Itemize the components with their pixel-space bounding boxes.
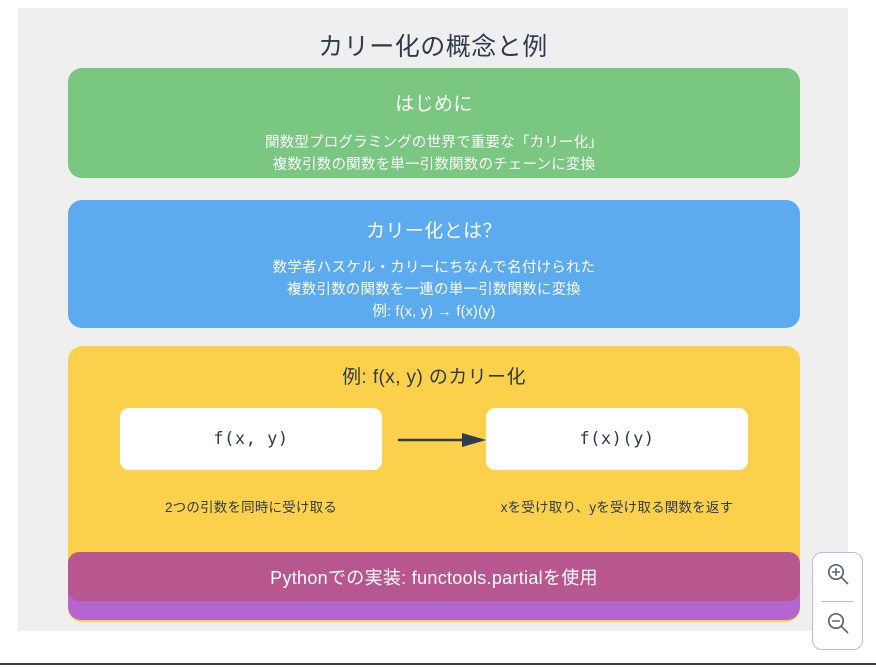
slide-canvas: カリー化の概念と例 はじめに 関数型プログラミングの世界で重要な「カリー化」 複…: [18, 8, 848, 631]
implementation-label: Pythonでの実装: functools.partialを使用: [270, 567, 598, 588]
zoom-control: [812, 552, 863, 650]
page-title: カリー化の概念と例: [318, 33, 548, 61]
definition-heading: カリー化とは？: [366, 221, 502, 242]
zoom-in-button[interactable]: [813, 553, 862, 601]
implementation-banner: Pythonでの実装: functools.partialを使用: [68, 552, 800, 601]
zoom-out-button[interactable]: [813, 602, 862, 650]
definition-line-3: 例: f(x, y) → f(x)(y): [372, 304, 496, 320]
function-box-uncurried: f(x, y): [120, 408, 382, 470]
intro-line-2: 複数引数の関数を単一引数関数のチェーンに変換: [272, 157, 596, 173]
section-card-intro: はじめに 関数型プログラミングの世界で重要な「カリー化」 複数引数の関数を単一引…: [68, 68, 800, 178]
magnifier-minus-icon: [825, 610, 851, 641]
section-card-example: 例: f(x, y) のカリー化 f(x, y) f(x)(y) 2つの引数を同…: [68, 346, 800, 622]
intro-line-1: 関数型プログラミングの世界で重要な「カリー化」: [264, 135, 604, 151]
caption-uncurried: 2つの引数を同時に受け取る: [164, 500, 338, 515]
example-heading: 例: f(x, y) のカリー化: [342, 367, 526, 388]
section-card-definition: カリー化とは？ 数学者ハスケル・カリーにちなんで名付けられた 複数引数の関数を一…: [68, 200, 800, 328]
arrow-right-icon: [398, 432, 488, 448]
caption-curried: xを受け取り、yを受け取る関数を返す: [500, 500, 734, 515]
magnifier-plus-icon: [825, 561, 851, 592]
currying-diagram: f(x, y) f(x)(y) 2つの引数を同時に受け取る xを受け取り、yを受…: [68, 408, 800, 536]
definition-line-2: 複数引数の関数を一連の単一引数関数に変換: [287, 282, 581, 298]
bottom-divider: [0, 663, 876, 665]
function-box-curried: f(x)(y): [486, 408, 748, 470]
intro-heading: はじめに: [395, 94, 473, 115]
definition-line-1: 数学者ハスケル・カリーにちなんで名付けられた: [272, 260, 596, 276]
zoom-control-divider: [821, 600, 854, 602]
